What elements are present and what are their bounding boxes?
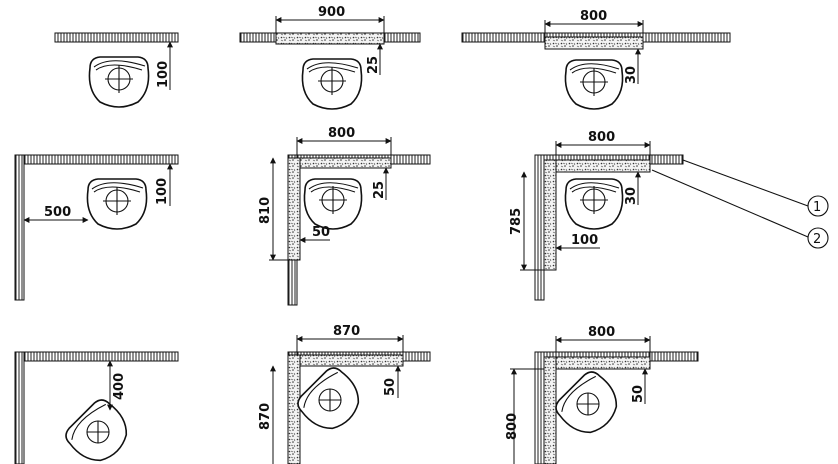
panel-wall-900: 900 25 xyxy=(239,5,421,110)
callout-2: 2 xyxy=(807,227,829,249)
insulation-plate xyxy=(543,356,557,464)
stove-top-view xyxy=(564,178,624,230)
dim-label-50: 50 xyxy=(383,378,398,396)
callout-2-label: 2 xyxy=(813,232,821,247)
callout-leader-1 xyxy=(682,159,809,207)
stove-top-view-rotated xyxy=(555,371,618,434)
dim-label-100: 100 xyxy=(571,233,598,248)
back-wall xyxy=(54,32,179,43)
side-wall xyxy=(14,351,25,464)
dim-label-810: 810 xyxy=(258,197,273,224)
dim-label-400: 400 xyxy=(112,373,127,400)
dim-label-500: 500 xyxy=(44,205,71,220)
dim-label-800: 800 xyxy=(580,9,607,24)
dim-label-25: 25 xyxy=(366,56,381,74)
back-wall xyxy=(14,154,179,165)
dim-label-100: 100 xyxy=(155,178,170,205)
insulation-plate xyxy=(543,356,651,370)
callout-1: 1 xyxy=(807,195,829,217)
stove-top-view xyxy=(86,178,148,230)
panel-corner-800-rotated: 800 800 50 xyxy=(505,325,699,464)
insulation-plate xyxy=(544,36,644,50)
dim-label-800: 800 xyxy=(505,413,520,440)
dim-label-100: 100 xyxy=(156,61,171,88)
dim-label-900: 900 xyxy=(318,5,345,20)
dim-label-30: 30 xyxy=(624,66,639,84)
callout-leader-2 xyxy=(651,169,809,238)
panel-corner-400: 400 xyxy=(14,351,179,464)
stove-top-view xyxy=(88,56,150,108)
dim-label-800: 800 xyxy=(328,126,355,141)
dim-label-800: 800 xyxy=(588,325,615,340)
dim-label-50: 50 xyxy=(631,385,646,403)
insulation-plate xyxy=(543,159,651,173)
dim-label-870: 870 xyxy=(258,403,273,430)
insulation-plate xyxy=(287,354,301,464)
stove-top-view xyxy=(564,59,624,110)
stove-top-view xyxy=(301,58,363,110)
stove-top-view-rotated xyxy=(297,367,360,430)
callout-1-label: 1 xyxy=(813,200,821,215)
stove-top-view-rotated xyxy=(65,399,128,462)
dim-label-785: 785 xyxy=(509,208,524,235)
dim-label-870: 870 xyxy=(333,324,360,339)
dim-label-30: 30 xyxy=(624,187,639,205)
back-wall xyxy=(14,351,179,362)
side-wall xyxy=(14,154,25,301)
panel-wall-800: 800 30 xyxy=(461,9,731,110)
insulation-plate xyxy=(543,159,557,271)
dim-label-25: 25 xyxy=(372,181,387,199)
panel-wall-100: 100 xyxy=(54,32,179,108)
side-wall xyxy=(534,154,545,301)
panel-corner-800-785: 800 785 30 100 1 2 xyxy=(509,130,829,301)
insulation-plate xyxy=(296,354,404,367)
dim-label-800: 800 xyxy=(588,130,615,145)
stove-top-view xyxy=(303,178,363,230)
panel-corner-870: 870 870 50 xyxy=(258,324,431,464)
panel-corner-500: 500 100 xyxy=(14,154,179,301)
insulation-plate xyxy=(275,32,385,45)
panel-corner-800-810: 800 810 25 50 xyxy=(258,126,431,306)
dim-label-50: 50 xyxy=(312,225,330,240)
insulation-plate xyxy=(296,157,392,169)
insulation-plate xyxy=(287,157,301,261)
